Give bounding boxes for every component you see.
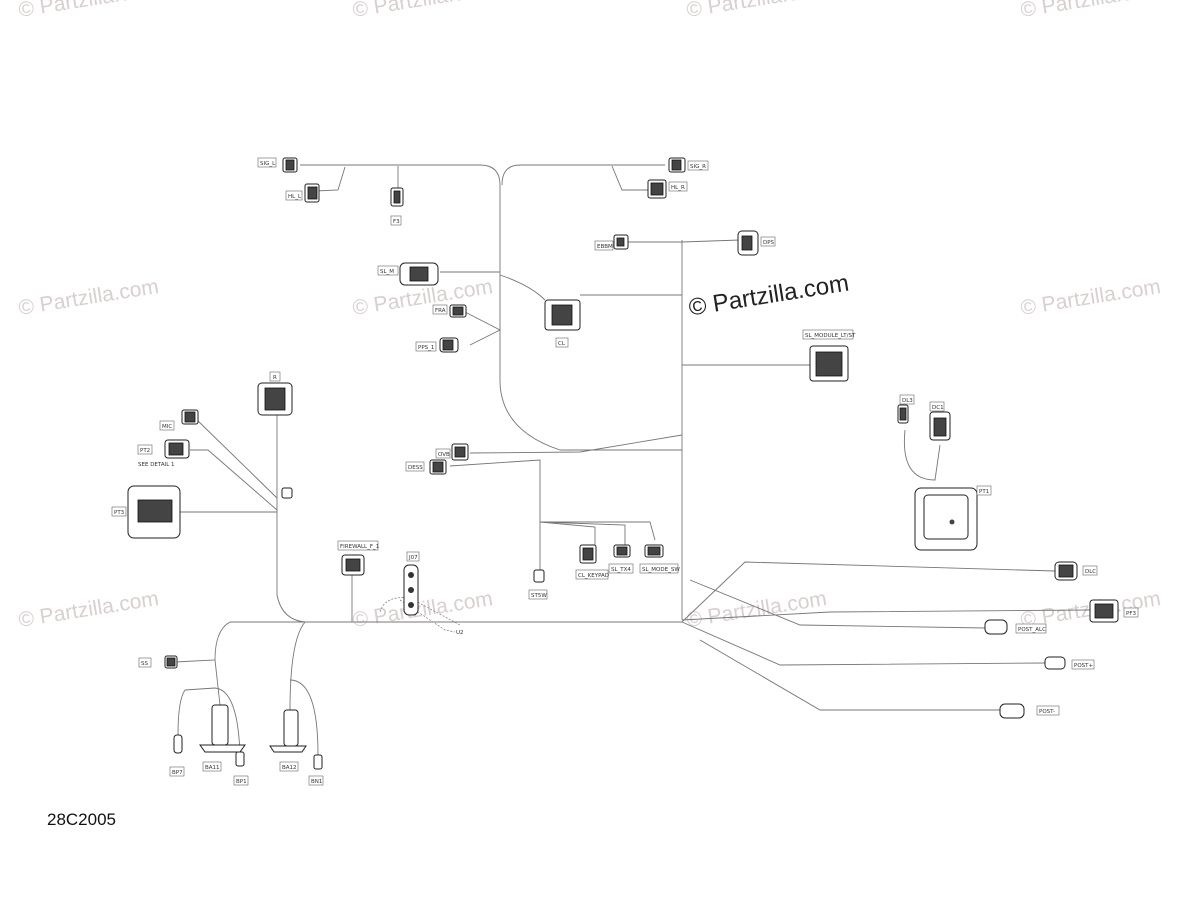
svg-text:U2: U2: [456, 630, 464, 636]
label-sl-module: SL_MODULE_LT/ST: [802, 329, 856, 340]
svg-text:OVB: OVB: [438, 452, 450, 458]
label-j07: J07: [406, 551, 420, 562]
label-mic: MIC: [159, 420, 175, 431]
svg-text:DL3: DL3: [902, 398, 913, 404]
label-f3: F3: [390, 215, 402, 226]
label-ba12: BA12: [279, 761, 299, 772]
label-ovb: OVB: [435, 448, 451, 459]
label-r: R: [269, 371, 281, 382]
svg-text:BN1: BN1: [311, 779, 322, 785]
label-hl-r: HL_R: [668, 181, 688, 192]
harness-wires: [174, 164, 1091, 756]
svg-text:R: R: [273, 375, 277, 381]
label-bp1: BP1: [233, 775, 249, 786]
diagram-code: 28C2005: [47, 810, 117, 829]
component-labels: SIG_L HL_L F3 SIG_R HL_R EBBM DPS SL_M F…: [111, 157, 1139, 786]
label-post-plus: POST+: [1071, 659, 1095, 670]
label-post-alc: POST_ALC: [1015, 623, 1047, 634]
label-bn1: BN1: [308, 775, 324, 786]
label-u2: U2: [456, 630, 464, 636]
label-dlc: DLC: [1082, 565, 1098, 576]
label-sl-m: SL_M: [377, 265, 399, 276]
label-fra: FRA: [432, 304, 448, 315]
svg-text:BP7: BP7: [172, 770, 183, 776]
svg-text:PF3: PF3: [1126, 611, 1136, 617]
label-pps-1: PPS_1: [415, 341, 437, 352]
svg-text:HL_L: HL_L: [288, 194, 302, 200]
label-sig-l: SIG_L: [257, 157, 277, 168]
svg-text:DLC: DLC: [1085, 569, 1096, 575]
svg-text:HL_R: HL_R: [671, 185, 685, 191]
svg-text:SEE DETAIL 1: SEE DETAIL 1: [138, 462, 175, 468]
svg-text:SL_MODULE_LT/ST: SL_MODULE_LT/ST: [805, 333, 856, 339]
label-ba11: BA11: [202, 761, 222, 772]
svg-text:PPS_1: PPS_1: [418, 345, 434, 351]
label-post-minus: POST-: [1036, 705, 1060, 716]
svg-text:DC1: DC1: [932, 405, 944, 411]
label-st5w: ST5W: [528, 589, 547, 600]
svg-text:PT1: PT1: [979, 489, 989, 495]
detail-lines: [379, 597, 461, 633]
svg-text:MIC: MIC: [162, 424, 172, 430]
label-pt2: PT2: [137, 444, 153, 455]
svg-text:DESS: DESS: [408, 465, 423, 471]
svg-text:PT3: PT3: [114, 510, 125, 516]
svg-text:FRA: FRA: [435, 308, 446, 314]
svg-text:BA11: BA11: [205, 765, 220, 771]
svg-text:PT2: PT2: [140, 448, 150, 454]
label-pf3: PF3: [1123, 607, 1139, 618]
svg-text:SL_M: SL_M: [380, 269, 394, 275]
svg-text:BP1: BP1: [236, 779, 247, 785]
label-cl: CL: [555, 337, 569, 348]
svg-text:EBBM: EBBM: [597, 244, 613, 250]
svg-text:POST+: POST+: [1074, 663, 1093, 669]
label-dc1: DC1: [929, 401, 945, 412]
label-dl3: DL3: [899, 394, 915, 405]
label-bp7: BP7: [169, 766, 185, 777]
svg-text:ST5W: ST5W: [531, 593, 547, 599]
label-ebbm: EBBM: [594, 240, 614, 251]
svg-text:SL_TX4: SL_TX4: [611, 567, 631, 573]
svg-text:SIG_L: SIG_L: [260, 161, 276, 167]
svg-text:SIG_R: SIG_R: [690, 164, 706, 170]
svg-text:F3: F3: [393, 219, 400, 225]
svg-text:DPS: DPS: [763, 240, 775, 246]
label-hl-l: HL_L: [285, 190, 303, 201]
label-dess: DESS: [405, 461, 425, 472]
svg-text:SS: SS: [141, 661, 148, 667]
label-see-detail: SEE DETAIL 1: [138, 462, 175, 468]
svg-text:POST_ALC: POST_ALC: [1018, 627, 1046, 633]
svg-text:BA12: BA12: [282, 765, 297, 771]
connectors: [127, 157, 1119, 770]
label-ss: SS: [138, 657, 152, 668]
label-sl-mode-sw: SL_MODE_SW: [639, 563, 680, 574]
label-sl-tx4: SL_TX4: [608, 563, 634, 574]
svg-text:SL_MODE_SW: SL_MODE_SW: [642, 567, 680, 573]
label-pt1: PT1: [976, 485, 992, 496]
svg-text:CL: CL: [558, 341, 566, 347]
label-cl-keypad: CL_KEYPAD: [575, 569, 609, 580]
label-dps: DPS: [760, 236, 776, 247]
svg-text:POST-: POST-: [1039, 709, 1055, 715]
label-sig-r: SIG_R: [687, 160, 709, 171]
label-firewall: FIREWALL_F_1: [337, 540, 379, 551]
svg-text:J07: J07: [408, 555, 418, 561]
svg-text:FIREWALL_F_1: FIREWALL_F_1: [340, 544, 379, 550]
svg-text:CL_KEYPAD: CL_KEYPAD: [578, 573, 609, 579]
label-pt3: PT3: [111, 506, 127, 517]
